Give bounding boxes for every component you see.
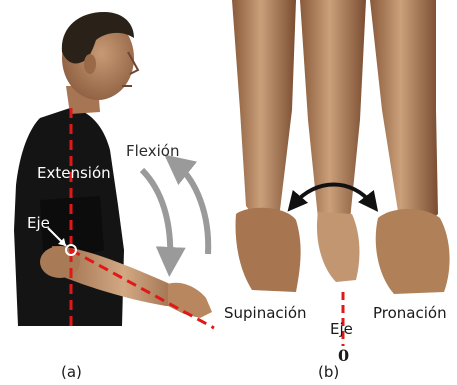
forearm-pronation — [370, 0, 438, 230]
extension-label: Extensión — [37, 164, 111, 182]
panel-a: Flexión Extensión Eje (a) — [14, 12, 214, 381]
pivot-center — [69, 248, 73, 252]
flexion-label: Flexión — [126, 142, 180, 160]
panel-b-caption: (b) — [318, 363, 339, 381]
forearm-neutral — [300, 0, 366, 232]
ear — [84, 54, 96, 74]
forearm-supination — [232, 0, 296, 226]
axis-label-b: Eje — [330, 320, 353, 338]
hand-supination — [236, 208, 301, 292]
supination-label: Supinación — [224, 304, 307, 322]
hand-pronation — [376, 209, 450, 294]
zero-label: 0 — [338, 346, 349, 365]
extension-arrow-inner — [142, 170, 170, 262]
hand — [168, 283, 212, 318]
panel-a-caption: (a) — [61, 363, 82, 381]
hand-neutral — [317, 212, 360, 282]
pronation-label: Pronación — [373, 304, 447, 322]
axis-label-a: Eje — [27, 214, 50, 232]
flexion-arrow-outer — [176, 164, 208, 254]
panel-b: Supinación Pronación Eje 0 (b) — [224, 0, 450, 381]
